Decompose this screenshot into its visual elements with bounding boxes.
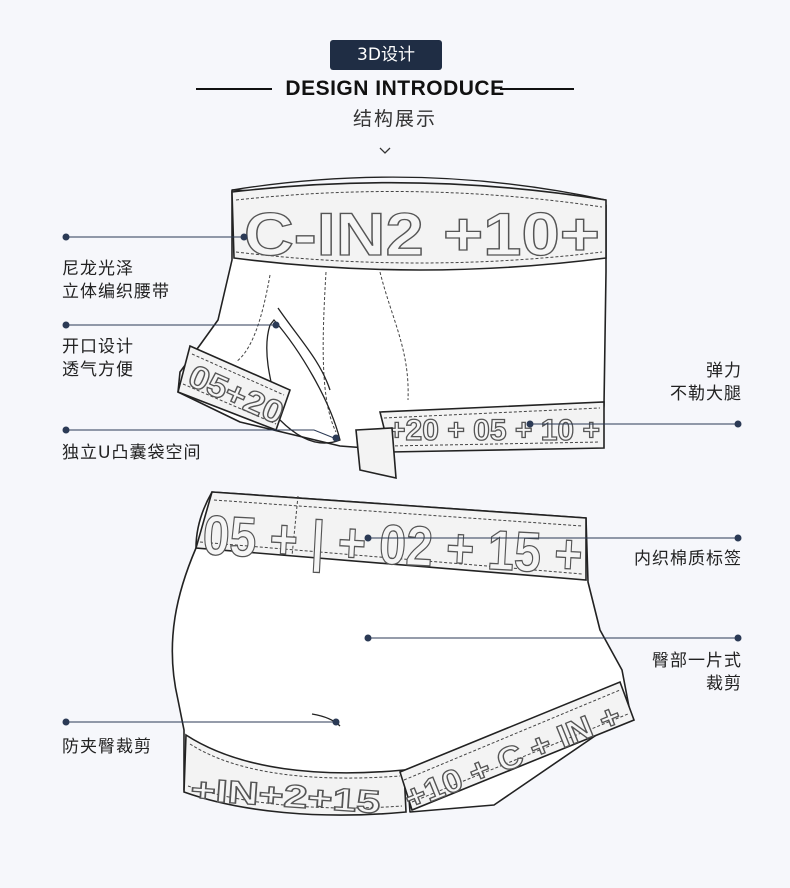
callout-seat-cut: 臀部一片式 裁剪 (652, 650, 742, 696)
callout-text: 不勒大腿 (670, 384, 742, 404)
callout-text: 尼龙光泽 (62, 259, 134, 279)
callout-text: 独立U凸囊袋空间 (62, 443, 202, 463)
page-title: DESIGN INTRODUCE (285, 77, 505, 100)
title-rule-left (196, 88, 272, 90)
callout-elastic: 弹力 不勒大腿 (670, 360, 742, 406)
callout-text: 立体编织腰带 (62, 282, 170, 302)
front-right-leg-text: +20 + 05 + 10 + (388, 414, 600, 447)
callout-cotton-tag: 内织棉质标签 (634, 548, 742, 571)
section-badge: 3D设计 (330, 40, 442, 70)
front-brief-drawing: C-IN2 +10+ 05+20 +20 + 05 + 10 + (177, 176, 607, 480)
callout-text: 臀部一片式 (652, 651, 742, 671)
callout-text: 透气方便 (62, 360, 134, 380)
callout-text: 弹力 (706, 361, 742, 381)
callout-opening-design: 开口设计 透气方便 (62, 336, 134, 382)
callout-anti-clip: 防夹臀裁剪 (62, 736, 152, 759)
callout-text: 裁剪 (706, 674, 742, 694)
title-rule-right (500, 88, 574, 90)
back-brief-drawing: 05 + | + 02 + 15 + +IN+2+15 +10 + C + IN… (171, 491, 636, 821)
chevron-down-icon (379, 147, 391, 154)
page-subtitle: 结构展示 (352, 108, 437, 130)
callout-lines (62, 233, 742, 726)
front-waistband-text: C-IN2 +10+ (244, 201, 600, 268)
callout-nylon-waistband: 尼龙光泽 立体编织腰带 (62, 258, 170, 304)
callout-text: 防夹臀裁剪 (62, 737, 152, 757)
callout-u-pouch: 独立U凸囊袋空间 (62, 442, 201, 465)
callout-text: 内织棉质标签 (634, 549, 742, 569)
callout-text: 开口设计 (62, 337, 134, 357)
